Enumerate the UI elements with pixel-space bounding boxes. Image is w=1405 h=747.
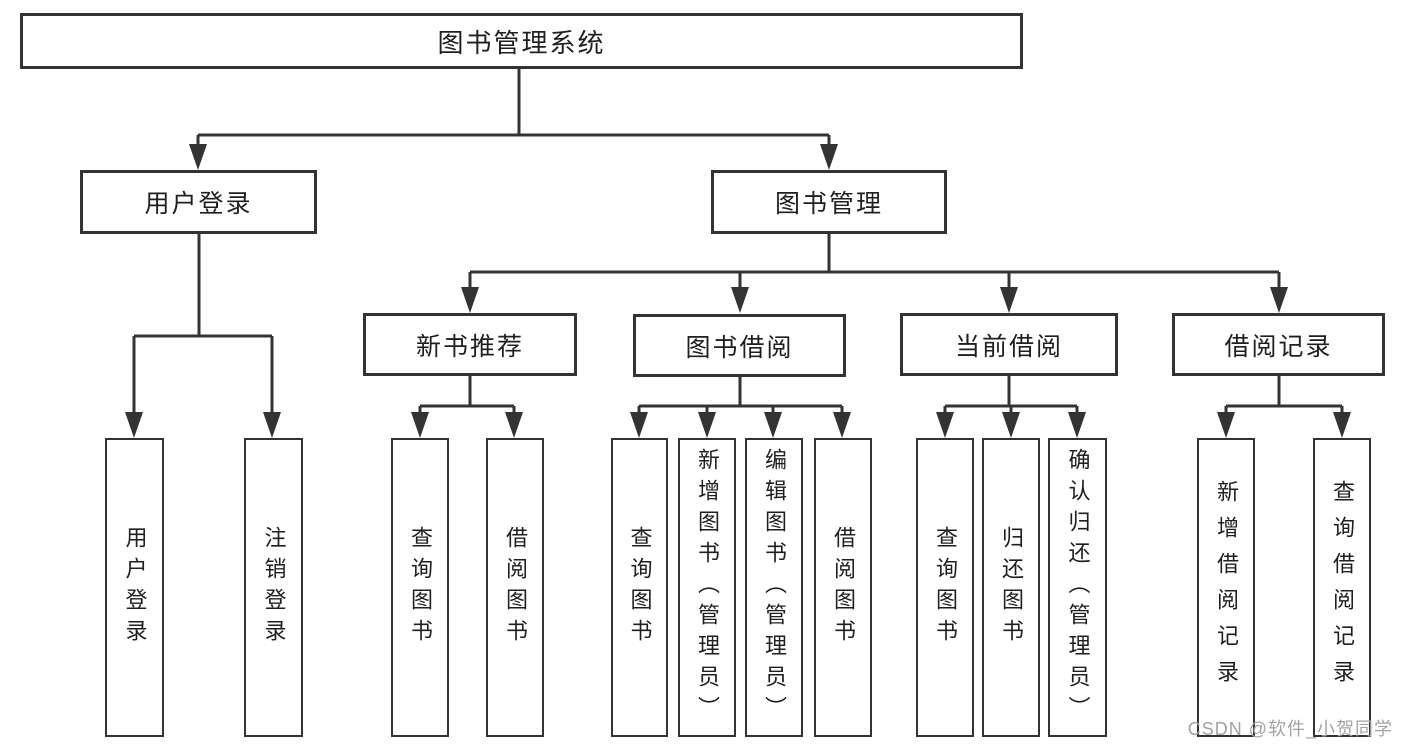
node-book-management: 图书管理 (711, 170, 947, 234)
leaf-user-login: 用户登录 (105, 438, 164, 737)
node-label: 查询借阅记录 (1330, 479, 1355, 696)
leaf-recommend-borrow-books: 借阅图书 (486, 438, 544, 737)
node-label: 编辑图书（管理员） (762, 448, 787, 727)
leaf-add-books-admin: 新增图书（管理员） (678, 438, 736, 737)
node-new-book-recommend: 新书推荐 (363, 313, 577, 376)
node-label: 新增图书（管理员） (695, 448, 720, 727)
leaf-recommend-query-books: 查询图书 (391, 438, 449, 737)
node-label: 借阅图书 (831, 525, 856, 650)
csdn-watermark: CSDN @软件_小贺同学 (1187, 719, 1393, 739)
leaf-add-borrow-record: 新增借阅记录 (1197, 438, 1255, 737)
node-label: 用户登录 (122, 525, 148, 650)
leaf-logout: 注销登录 (244, 438, 303, 737)
node-book-borrow: 图书借阅 (633, 314, 846, 377)
node-borrow-records: 借阅记录 (1172, 313, 1385, 376)
node-label: 用户登录 (144, 190, 253, 218)
node-label: 借阅记录 (1224, 332, 1333, 361)
leaf-confirm-return-admin: 确认归还（管理员） (1048, 438, 1107, 737)
node-label: 当前借阅 (954, 332, 1063, 361)
leaf-borrow-query-books: 查询图书 (611, 438, 668, 737)
node-label: 图书管理系统 (437, 27, 606, 58)
node-label: 注销登录 (261, 525, 287, 650)
node-label: 归还图书 (999, 525, 1024, 650)
leaf-edit-books-admin: 编辑图书（管理员） (745, 438, 803, 737)
node-label: 新增借阅记录 (1214, 479, 1239, 696)
node-label: 查询图书 (627, 525, 653, 650)
node-current-borrow: 当前借阅 (900, 313, 1118, 376)
node-label: 查询图书 (408, 525, 433, 650)
leaf-borrow-books: 借阅图书 (814, 438, 872, 737)
leaf-query-borrow-record: 查询借阅记录 (1313, 438, 1371, 737)
node-label: 查询图书 (933, 525, 958, 650)
node-label: 图书借阅 (685, 333, 794, 362)
leaf-return-books: 归还图书 (982, 438, 1040, 737)
node-label: 新书推荐 (415, 332, 524, 361)
node-root-system: 图书管理系统 (20, 13, 1023, 69)
node-label: 借阅图书 (503, 525, 528, 650)
node-user-login-branch: 用户登录 (80, 170, 317, 234)
node-label: 确认归还（管理员） (1065, 448, 1091, 727)
leaf-current-query-books: 查询图书 (916, 438, 974, 737)
node-label: 图书管理 (774, 190, 883, 218)
